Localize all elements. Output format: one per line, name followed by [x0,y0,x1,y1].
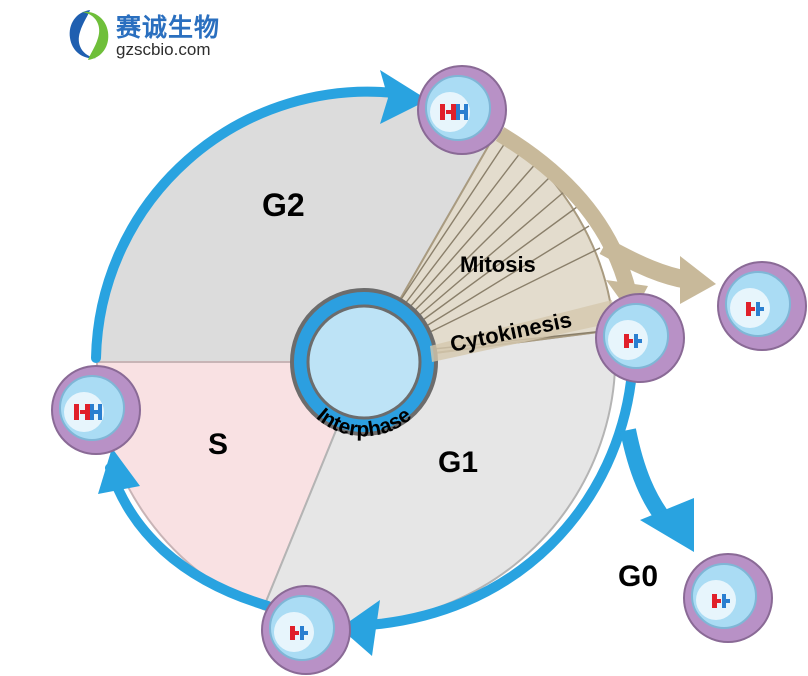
label-g2: G2 [262,187,305,223]
g0-arrow-head [640,498,694,552]
cell-exit-right [717,261,807,351]
cytokinesis-band [430,300,616,362]
arrow-head-to-g2-from-s [98,448,140,494]
logo-domain: gzscbio.com [116,40,211,59]
label-s: S [208,428,228,461]
cycle-arrows [91,86,637,631]
cell-g0 [683,553,773,643]
g0-arrow-body [620,428,675,530]
logo-mark-icon [69,10,109,60]
logo-name-cn: 赛诚生物 [116,13,221,42]
exit-arrow-head [680,256,716,304]
cell-g2-top [417,65,507,155]
label-g0: G0 [618,560,658,593]
label-mitosis: Mitosis [460,252,536,277]
cell-g1-bottom [261,585,351,675]
label-g1: G1 [438,446,478,479]
cell-s-left [51,365,141,455]
center-nucleus [306,304,422,420]
mitosis-arrow-body [495,127,636,293]
arrow-head-to-g2 [380,70,428,124]
cell-after-cytokinesis [595,293,685,383]
arrow-head-to-s [340,600,380,656]
